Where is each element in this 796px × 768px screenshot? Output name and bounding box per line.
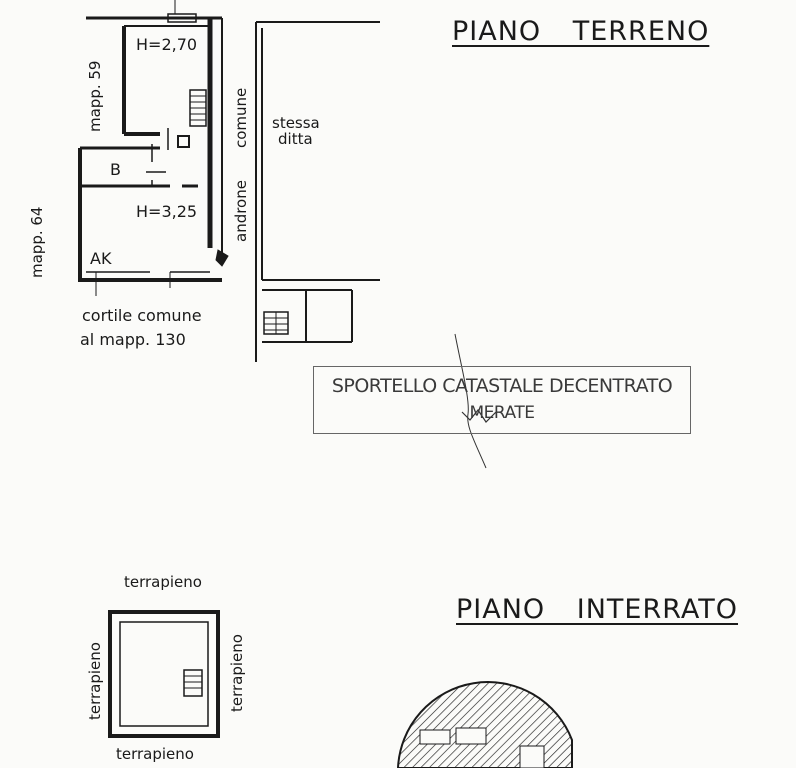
upper-room-height: H=2,70: [136, 35, 198, 54]
signature-scribble: [461, 408, 497, 423]
map-59-label: mapp. 59: [86, 60, 104, 132]
basement-title: PIANO INTERRATO: [456, 594, 739, 625]
signature-stroke: [454, 333, 487, 469]
same-owner-label-2: ditta: [278, 130, 313, 148]
embankment-bottom: terrapieno: [116, 745, 194, 763]
map-64-label: mapp. 64: [28, 206, 46, 278]
courtyard-label-2: al mapp. 130: [80, 330, 186, 349]
stamp-line-1: SPORTELLO CATASTALE DECENTRATO: [331, 375, 673, 397]
stamp-line-2: MERATE: [469, 403, 535, 423]
courtyard-label-1: cortile comune: [82, 306, 202, 325]
location-map-fragment: [396, 681, 573, 768]
lower-room-height: H=3,25: [136, 202, 198, 221]
basement-plan: [108, 610, 220, 738]
room-b-label: B: [110, 160, 121, 179]
ground-floor-title: PIANO TERRENO: [452, 16, 710, 47]
common-hall-label-2: androne: [232, 180, 250, 242]
ground-floor-plan: [78, 0, 229, 296]
common-hall-label-1: comune: [232, 87, 250, 148]
embankment-left: terrapieno: [86, 642, 104, 720]
adjacent-building: [255, 21, 380, 362]
cadastral-office-stamp: SPORTELLO CATASTALE DECENTRATO MERATE: [313, 366, 691, 434]
same-owner-label-1: stessa: [272, 114, 320, 132]
embankment-right: terrapieno: [228, 634, 246, 712]
embankment-top: terrapieno: [124, 573, 202, 591]
room-ak-label: AK: [90, 249, 112, 268]
